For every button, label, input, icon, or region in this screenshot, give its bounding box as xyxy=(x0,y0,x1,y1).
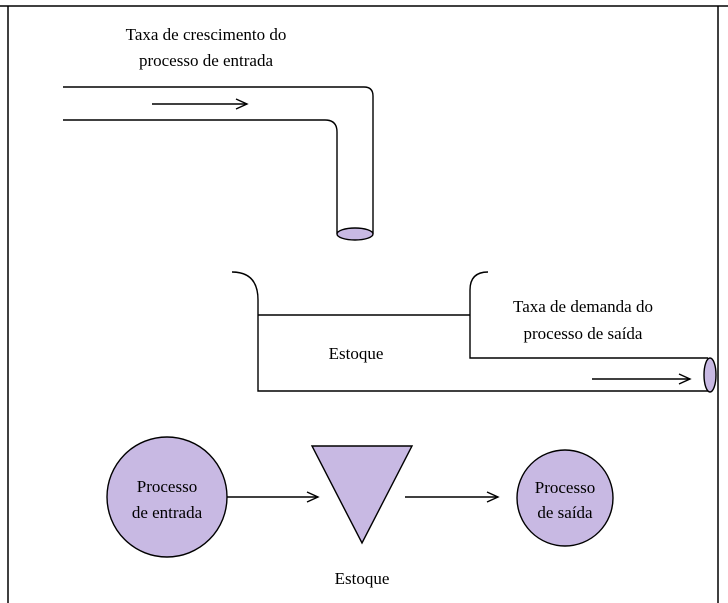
output-rate-label-line2: processo de saída xyxy=(524,324,643,343)
output-flow-arrow xyxy=(592,373,692,385)
input-flow-arrow xyxy=(152,98,249,110)
tank-right-wall-and-outlet-pipe xyxy=(469,271,708,359)
output-process-label-line1: Processo xyxy=(535,478,595,497)
output-rate-label-line1: Taxa de demanda do xyxy=(513,297,653,316)
input-process-label-line1: Processo xyxy=(137,477,197,496)
arrow-stock-to-output xyxy=(405,491,500,503)
output-process-label-line2: de saída xyxy=(537,503,593,522)
stock-tank xyxy=(231,271,717,393)
output-pipe-outlet xyxy=(703,357,717,393)
input-pipe-outlet xyxy=(336,227,374,241)
input-rate-label-line1: Taxa de crescimento do xyxy=(126,25,287,44)
input-pipe-outer-wall xyxy=(63,86,374,234)
tank-left-and-bottom-wall xyxy=(231,271,708,392)
input-rate-label-line2: processo de entrada xyxy=(139,51,274,70)
output-process-node xyxy=(516,449,614,547)
input-process-label-line2: de entrada xyxy=(132,503,203,522)
stock-node xyxy=(310,445,414,545)
input-process-node xyxy=(106,436,228,558)
input-pipe xyxy=(63,86,374,241)
input-pipe-inner-wall xyxy=(63,119,338,234)
tank-stock-label: Estoque xyxy=(329,344,384,363)
arrow-input-to-stock xyxy=(227,491,320,503)
stock-node-label: Estoque xyxy=(335,569,390,588)
